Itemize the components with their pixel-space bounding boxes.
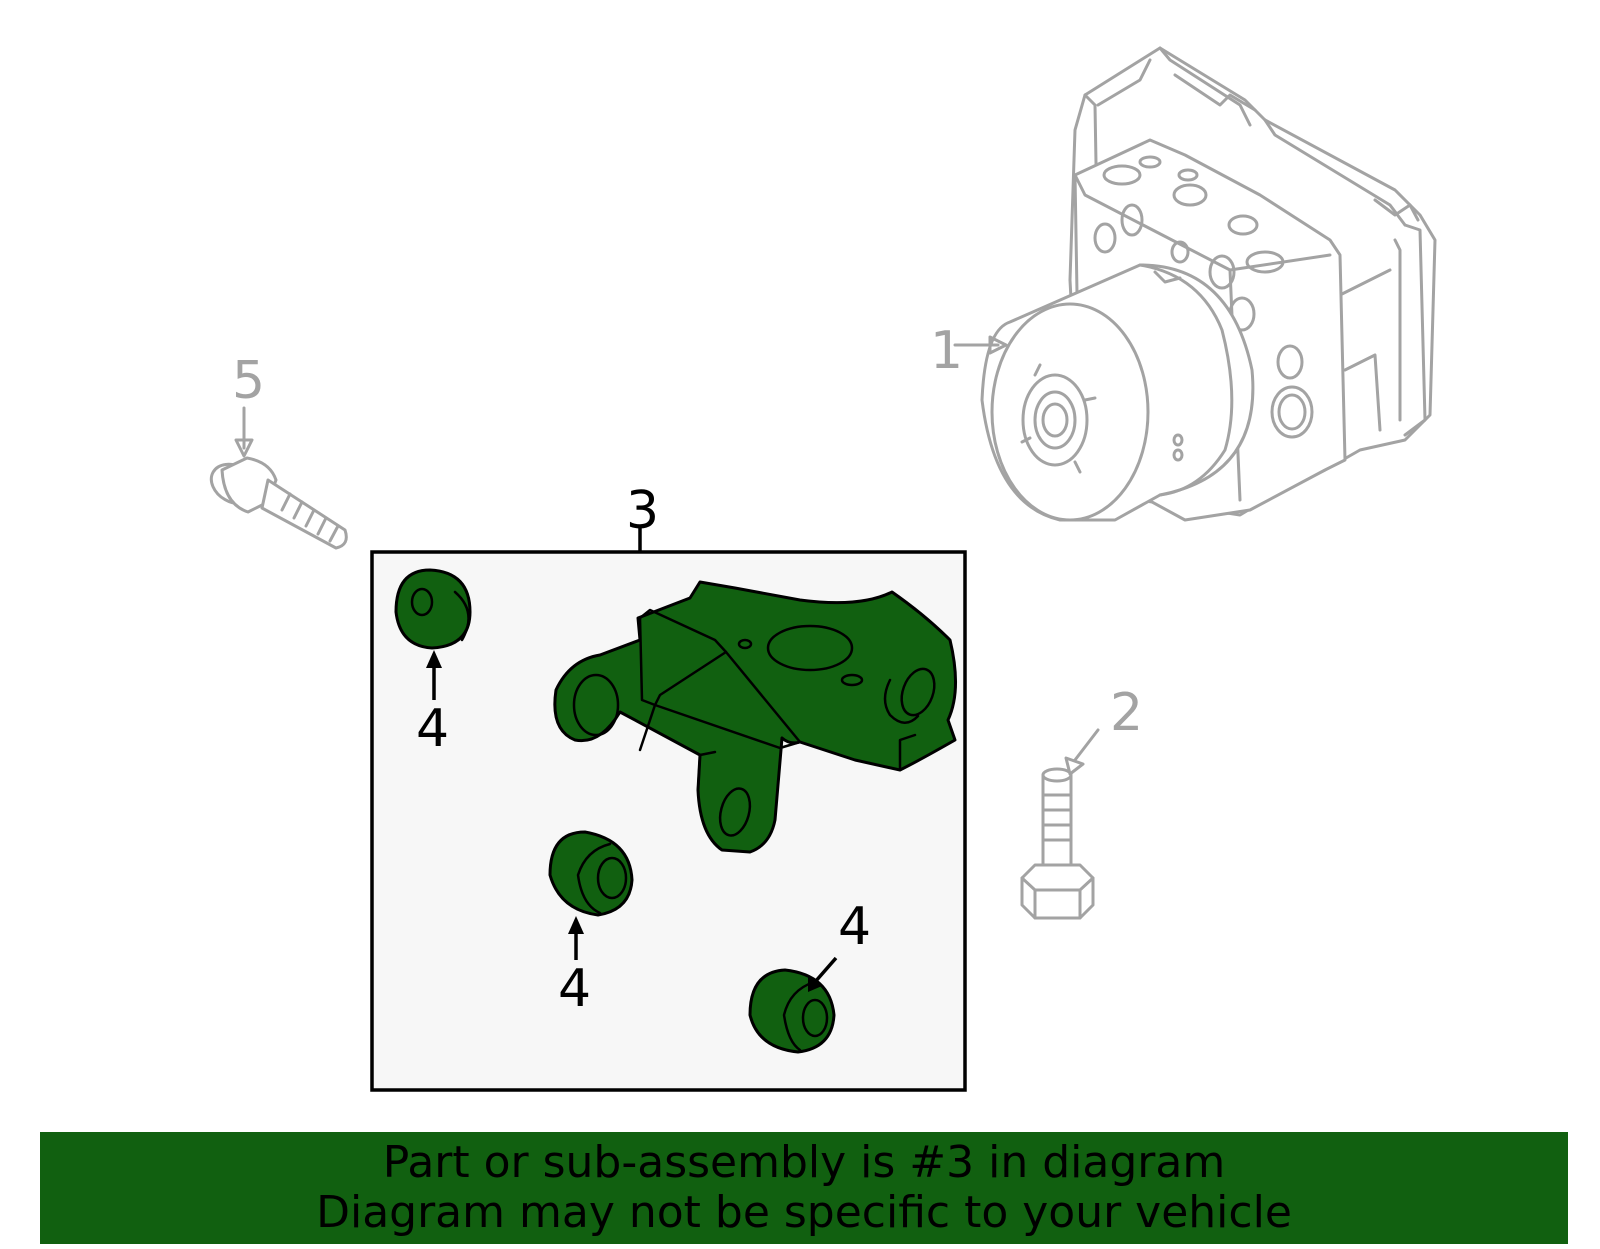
callout-4b: 4	[558, 959, 591, 1019]
part-3-bracket[interactable]	[553, 580, 957, 854]
part-4-grommet-b[interactable]	[548, 830, 634, 917]
callout-2: 2	[1110, 683, 1143, 743]
part-1-abs-unit	[980, 46, 1437, 522]
info-banner: Part or sub-assembly is #3 in diagram Di…	[40, 1132, 1568, 1244]
part-2-bolt	[1020, 767, 1095, 920]
part-4-grommet-a[interactable]	[394, 568, 472, 650]
part-5-bolt	[209, 456, 348, 550]
callout-5: 5	[232, 351, 265, 411]
info-banner-bg	[40, 1132, 1568, 1244]
callout-3: 3	[626, 481, 659, 541]
banner-line-1: Part or sub-assembly is #3 in diagram	[382, 1137, 1226, 1188]
callout-4a: 4	[416, 699, 449, 759]
callout-4c: 4	[838, 897, 871, 957]
banner-line-2: Diagram may not be specific to your vehi…	[316, 1187, 1292, 1238]
part-4-grommet-c[interactable]	[748, 968, 836, 1054]
callout-1: 1	[930, 321, 963, 381]
